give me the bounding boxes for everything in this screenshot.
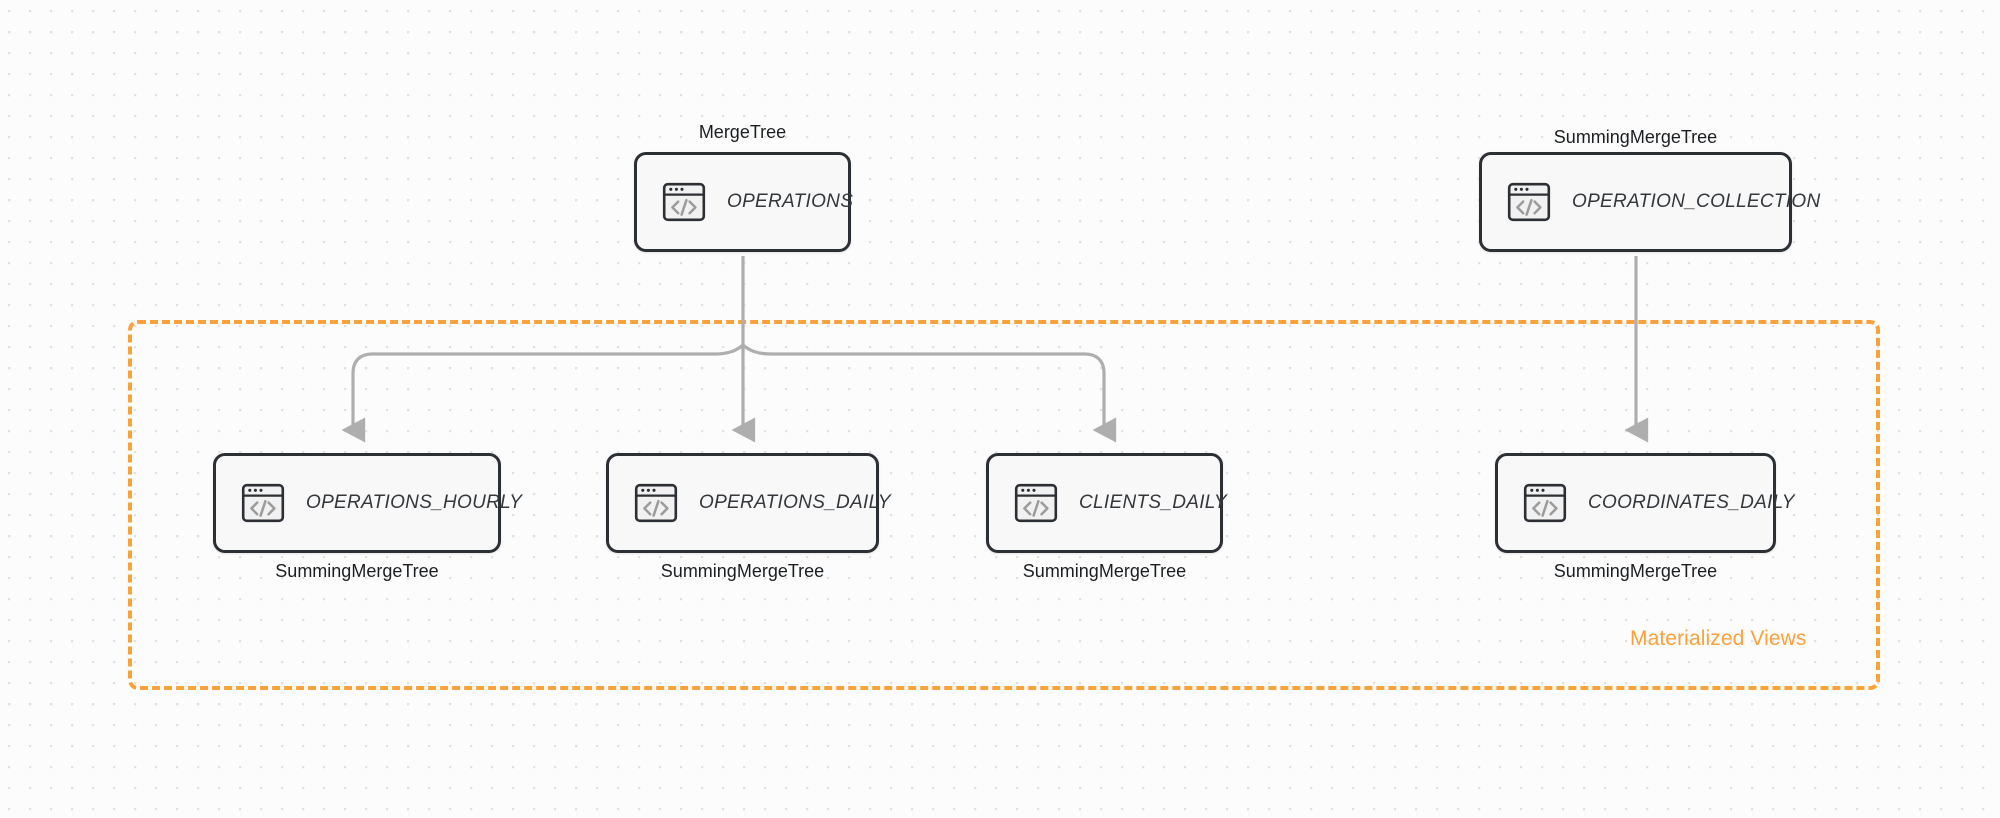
materialized-views-group[interactable] — [128, 320, 1880, 690]
node-label-coordinates_daily: COORDINATES_DAILY — [1588, 492, 1795, 513]
node-label-operations_daily: OPERATIONS_DAILY — [699, 492, 891, 513]
engine-caption-operations: MergeTree — [698, 122, 787, 142]
engine-caption-operations_daily: SummingMergeTree — [660, 561, 825, 581]
node-clients_daily[interactable]: CLIENTS_DAILY — [986, 453, 1227, 553]
code-window-icon — [1506, 179, 1552, 225]
node-operations_daily[interactable]: OPERATIONS_DAILY — [606, 453, 890, 553]
node-label-operations_hourly: OPERATIONS_HOURLY — [306, 492, 523, 513]
code-window-icon — [1014, 483, 1058, 523]
engine-caption-clients_daily: SummingMergeTree — [1022, 561, 1187, 581]
engine-caption-operation_collection: SummingMergeTree — [1553, 127, 1718, 147]
engine-caption-coordinates_daily: SummingMergeTree — [1553, 561, 1718, 581]
code-window-icon — [662, 182, 706, 222]
code-window-icon — [634, 483, 678, 523]
code-window-icon — [1507, 182, 1551, 222]
node-operations_hourly[interactable]: OPERATIONS_HOURLY — [213, 453, 522, 553]
code-window-icon — [1013, 480, 1059, 526]
node-label-operations: OPERATIONS — [727, 191, 854, 212]
code-window-icon — [661, 179, 707, 225]
node-operations[interactable]: OPERATIONS — [634, 152, 854, 252]
materialized-views-label: Materialized Views — [1630, 627, 1807, 650]
node-label-operation_collection: OPERATION_COLLECTION — [1572, 191, 1821, 212]
node-operation_collection[interactable]: OPERATION_COLLECTION — [1479, 152, 1820, 252]
code-window-icon — [241, 483, 285, 523]
code-window-icon — [633, 480, 679, 526]
engine-caption-operations_hourly: SummingMergeTree — [275, 561, 439, 581]
code-window-icon — [240, 480, 286, 526]
node-coordinates_daily[interactable]: COORDINATES_DAILY — [1495, 453, 1794, 553]
code-window-icon — [1523, 483, 1567, 523]
node-label-clients_daily: CLIENTS_DAILY — [1079, 492, 1227, 513]
code-window-icon — [1522, 480, 1568, 526]
